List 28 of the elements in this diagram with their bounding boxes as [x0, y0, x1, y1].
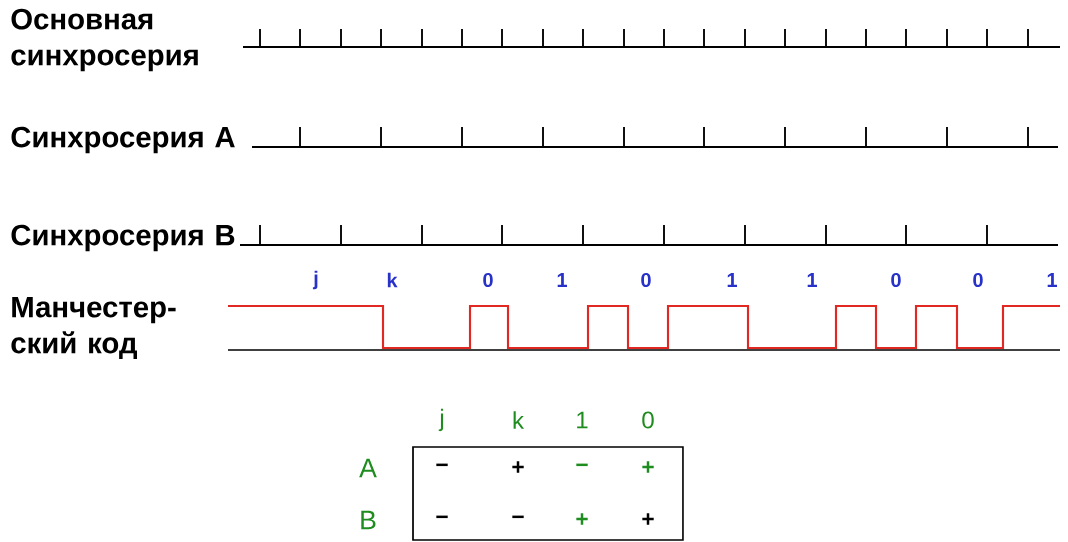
table-cell: +: [576, 513, 588, 525]
bit-label: k: [387, 272, 398, 288]
column-header: 1: [577, 411, 588, 429]
table-cell: +: [512, 461, 524, 473]
bit-label: 0: [641, 272, 651, 288]
bit-label: 0: [891, 272, 901, 288]
signal-name: Основная синхросерия: [11, 8, 198, 72]
signal-name: Манчестер- ский код: [11, 297, 176, 359]
signal-name: Синхросерия A: [11, 126, 235, 154]
bit-label: 1: [807, 273, 817, 287]
table-cell: −: [512, 515, 524, 519]
bit-label: 1: [557, 273, 567, 287]
table-cell: −: [576, 463, 588, 467]
bit-label: 0: [483, 272, 493, 288]
bit-label: 1: [727, 273, 737, 287]
column-header: j: [438, 408, 444, 432]
signal-name: Синхросерия B: [11, 224, 235, 252]
row-header: A: [359, 458, 377, 478]
table-cell: +: [642, 513, 654, 525]
bit-label: 1: [1047, 273, 1057, 287]
table-cell: +: [642, 461, 654, 473]
column-header: 0: [642, 411, 654, 429]
bit-label: j: [312, 270, 318, 290]
column-header: k: [513, 411, 525, 429]
row-header: B: [361, 510, 376, 530]
table-cell: −: [436, 463, 448, 467]
table-cell: −: [436, 515, 448, 519]
bit-label: 0: [973, 272, 983, 288]
